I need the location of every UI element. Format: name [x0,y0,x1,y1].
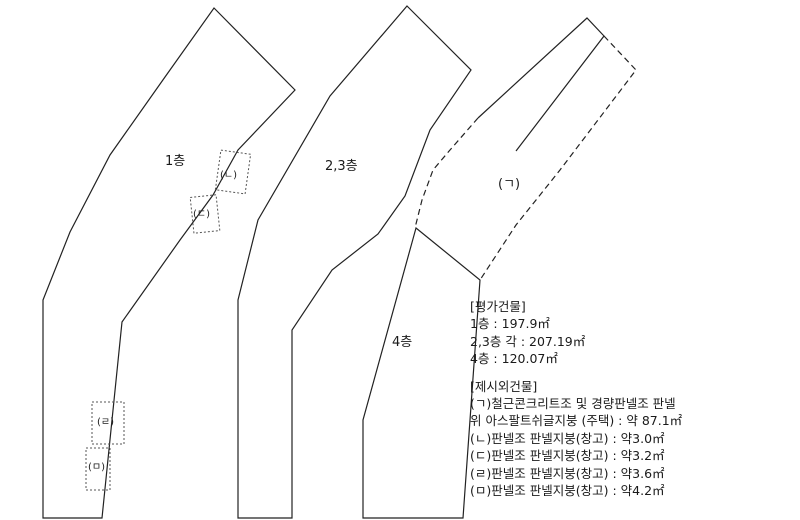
floor4-outline [362,226,481,519]
floor23-label: 2,3층 [325,159,358,174]
annex-a-label: (ㄱ) [498,177,520,192]
excluded-title: [제시외건물] [470,378,538,394]
floor4-label: 4층 [392,335,412,350]
excluded-line: 위 아스팔트쉬글지붕 (주택) : 약 87.1㎡ [470,413,683,429]
appraised-line: 1층 : 197.9㎡ [470,316,550,332]
appraised-title: [평가건물] [470,299,526,314]
annex-e-label: (ㅁ) [88,462,105,473]
floor23-outline [237,5,472,519]
annex-e-box [85,447,111,491]
annex-d-box [91,401,125,445]
area-legend: [평가건물] 1층 : 197.9㎡ 2,3층 각 : 207.19㎡ 4층 :… [470,298,790,499]
appraised-line: 2,3층 각 : 207.19㎡ [470,333,586,349]
annex-c-box [189,194,221,234]
excluded-line: (ㄷ)판넬조 판넬지붕(창고) : 약3.2㎡ [470,448,665,464]
annex-a-dashed-outline [414,35,637,281]
annex-b-box [214,149,252,195]
annex-d-label: (ㄹ) [97,417,114,428]
floor1-label: 1층 [165,154,185,169]
excluded-line: (ㄴ)판넬조 판넬지붕(창고) : 약3.0㎡ [470,430,665,446]
annex-a-outline [477,17,605,152]
annex-b-label: (ㄴ) [220,170,237,181]
excluded-line: (ㄹ)판넬조 판넬지붕(창고) : 약3.6㎡ [470,465,665,481]
excluded-line: (ㅁ)판넬조 판넬지붕(창고) : 약4.2㎡ [470,482,665,498]
excluded-line: (ㄱ)철근콘크리트조 및 경량판넬조 판넬 [470,395,676,411]
annex-c-label: (ㄷ) [193,209,210,220]
appraised-line: 4층 : 120.07㎡ [470,351,558,367]
floor1-outline [42,7,296,519]
